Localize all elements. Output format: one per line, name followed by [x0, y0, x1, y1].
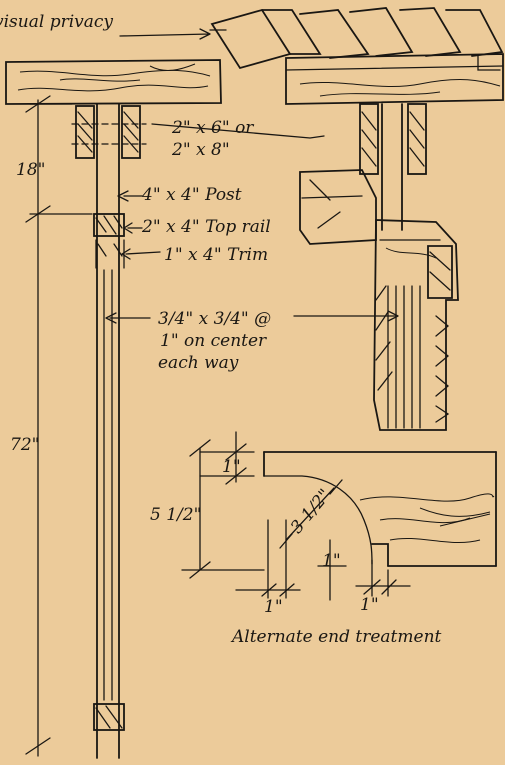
left-elevation — [5, 59, 325, 759]
right-perspective — [119, 7, 504, 431]
vertical-dimensions — [25, 95, 93, 757]
dimension-72in: 72" — [10, 435, 39, 455]
end-dim-1in-bottom-left: 1" — [264, 597, 283, 617]
post-4x4 — [96, 103, 120, 759]
bottom-rail — [93, 703, 125, 731]
post-label: 4" x 4" Post — [141, 185, 242, 205]
visual-privacy-label: visual privacy — [0, 12, 113, 32]
end-treatment-caption: Alternate end treatment — [230, 627, 442, 647]
left-leaders — [105, 123, 325, 324]
top-beam — [5, 59, 222, 105]
trim-label: 1" x 4" Trim — [164, 245, 268, 265]
top-rail — [93, 213, 125, 269]
right-beam — [285, 53, 504, 105]
end-treatment-detail — [181, 431, 497, 601]
top-rail-label: 2" x 4" Top rail — [141, 217, 271, 237]
end-dim-1in-top: 1" — [222, 457, 241, 477]
beam-bracket — [71, 105, 147, 159]
end-dim-1in-bottom-right: 1" — [360, 595, 379, 615]
right-infill — [373, 219, 459, 431]
right-rail-block — [299, 169, 377, 245]
beam-size-label: 2" x 6" or — [171, 118, 254, 138]
right-leaders — [119, 28, 399, 322]
lattice-line-3: each way — [158, 353, 239, 373]
lattice-infill — [103, 269, 113, 701]
top-joists — [210, 7, 504, 70]
dimension-18in: 18" — [16, 160, 45, 180]
lattice-line-2: 1" on center — [160, 331, 267, 351]
end-dim-1in-mid: 1" — [322, 551, 341, 571]
right-post — [359, 103, 427, 231]
end-dim-5-5in: 5 1/2" — [150, 505, 201, 525]
lattice-line-1: 3/4" x 3/4" @ — [158, 309, 271, 329]
end-dim-3-5in: 3 1/2" — [287, 485, 335, 537]
beam-size-alt-label: 2" x 8" — [171, 140, 230, 160]
